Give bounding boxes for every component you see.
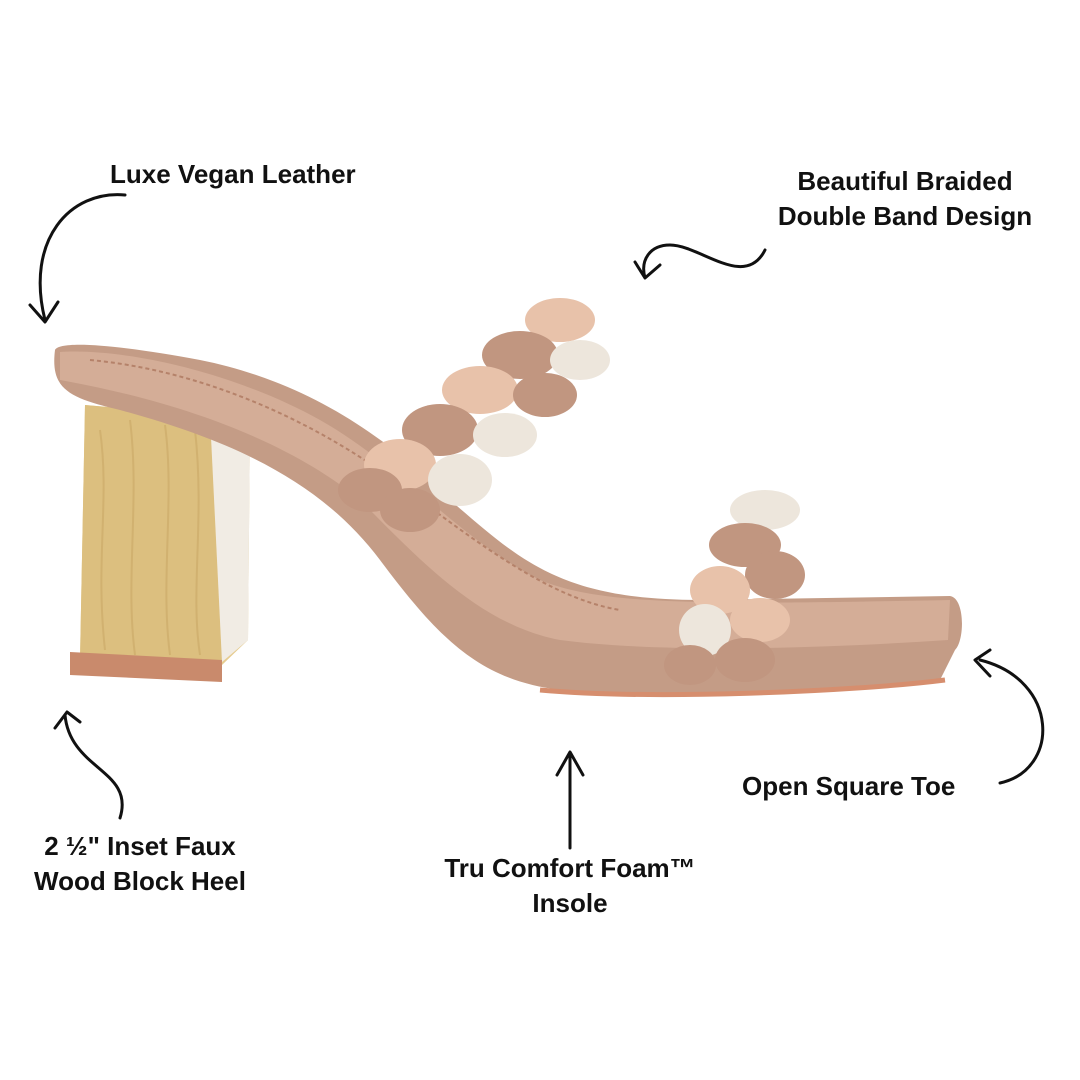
callout-insole-line2: Insole <box>532 888 608 918</box>
braided-band-front <box>664 490 805 685</box>
callout-band-line1: Beautiful Braided <box>797 166 1013 196</box>
callout-insole: Tru Comfort Foam™ Insole <box>420 851 720 921</box>
braided-band-rear <box>338 298 610 532</box>
callout-open-square-toe: Open Square Toe <box>742 771 956 801</box>
callout-heel-line2: Wood Block Heel <box>34 866 246 896</box>
callout-insole-line1: Tru Comfort Foam™ <box>444 853 696 883</box>
callout-braided-band: Beautiful Braided Double Band Design <box>760 164 1050 234</box>
wood-block-heel <box>70 405 250 682</box>
arrow-insole <box>555 750 585 850</box>
arrow-toe <box>973 648 1045 785</box>
arrow-heel <box>53 710 124 820</box>
arrow-leather <box>28 193 127 324</box>
callout-luxe-vegan-leather: Luxe Vegan Leather <box>110 159 356 189</box>
callout-band-line2: Double Band Design <box>777 201 1033 231</box>
callout-heel: 2 ½" Inset Faux Wood Block Heel <box>10 829 270 899</box>
callout-heel-line1: 2 ½" Inset Faux <box>44 831 236 861</box>
arrow-band <box>633 243 767 280</box>
